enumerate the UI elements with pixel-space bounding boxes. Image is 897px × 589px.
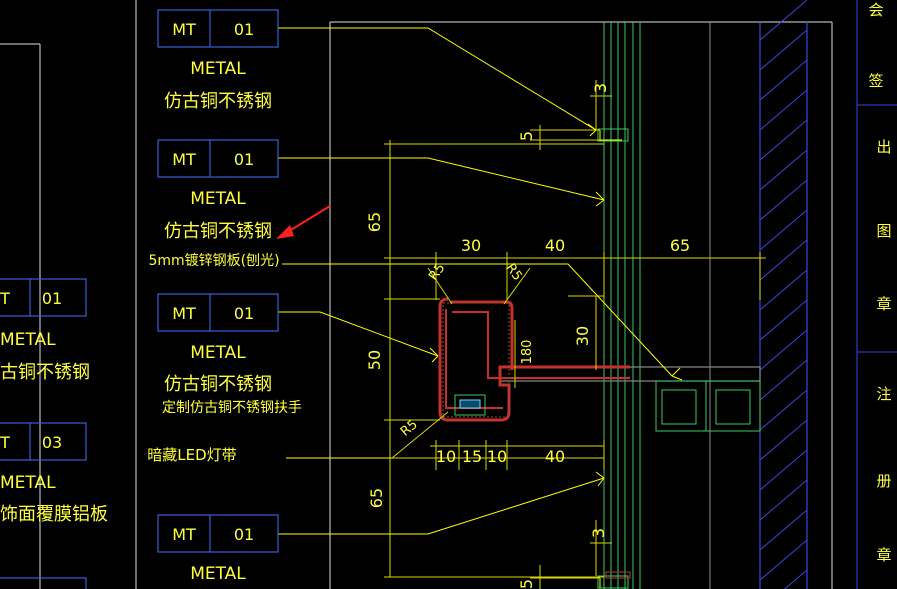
tag-block: MT 01 METAL 仿古铜不锈钢 <box>157 9 279 112</box>
tag-description: 仿古铜不锈钢 <box>164 374 272 395</box>
dim-10-a: 10 <box>436 447 456 466</box>
tag-material: METAL <box>190 189 246 209</box>
leader-lines <box>278 27 683 535</box>
frame-lines <box>0 0 833 589</box>
tag-material: METAL <box>0 330 56 350</box>
tag-number: 01 <box>234 304 254 323</box>
left-tag-block: T 03 METAL 饰面覆膜铝板 <box>0 422 108 525</box>
cladding-lines <box>603 22 711 589</box>
tag-description: 古铜不锈钢 <box>0 362 90 383</box>
title-block-char: 签 <box>868 72 883 90</box>
note-handrail: 定制仿古铜不锈钢扶手 <box>162 400 302 416</box>
dim-3-bottom: 3 <box>589 528 608 538</box>
handrail-section <box>438 297 630 422</box>
tag-number: 01 <box>234 525 254 544</box>
note-led: 暗藏LED灯带 <box>147 446 236 464</box>
dim-65-top: 65 <box>365 212 384 232</box>
dim-40-bottom: 40 <box>545 447 565 466</box>
title-block-char: 章 <box>876 295 891 313</box>
dimension-text: 3 5 65 30 40 65 R5 R5 50 30 180 R5 10 15… <box>365 83 690 589</box>
bracket-tube <box>499 366 761 432</box>
tag-code: T <box>0 433 10 452</box>
tag-code: T <box>0 289 10 308</box>
tag-number: 01 <box>42 289 62 308</box>
tag-description: 饰面覆膜铝板 <box>0 504 108 525</box>
dim-15: 15 <box>462 447 482 466</box>
top-clip <box>597 128 631 589</box>
note-plate: 5mm镀锌钢板(刨光) <box>148 252 279 269</box>
dim-30-right: 30 <box>573 326 592 346</box>
tag-block: MT 01 METAL 仿古铜不锈钢 <box>157 139 279 242</box>
title-block-char: 图 <box>876 222 891 240</box>
annotation-arrow <box>276 205 331 239</box>
dim-5-bottom: 5 <box>517 579 536 589</box>
tag-code: MT <box>172 20 196 39</box>
dim-10-b: 10 <box>487 447 507 466</box>
dim-50: 50 <box>365 350 384 370</box>
tag-material: METAL <box>190 59 246 79</box>
left-tag-block: T 01 METAL 古铜不锈钢 <box>0 278 90 383</box>
title-block-char: 出 <box>876 138 891 156</box>
title-block: 会 签 出 图 章 注 册 章 <box>856 0 897 589</box>
dim-180: 180 <box>520 340 535 365</box>
tag-description: 仿古铜不锈钢 <box>164 221 272 242</box>
tag-description: 仿古铜不锈钢 <box>164 91 272 112</box>
dim-5-top: 5 <box>517 131 536 141</box>
title-block-char: 会 <box>868 1 883 19</box>
dim-3-top: 3 <box>591 83 610 93</box>
tag-material: METAL <box>0 473 56 493</box>
dim-40-top: 40 <box>545 236 565 255</box>
tag-number: 01 <box>234 20 254 39</box>
tag-code: MT <box>172 525 196 544</box>
dim-65-bottom: 65 <box>367 488 386 508</box>
title-block-char: 册 <box>876 472 891 490</box>
tag-number: 03 <box>42 433 62 452</box>
tag-material: METAL <box>190 564 246 584</box>
dimension-lines <box>384 80 766 589</box>
tag-material: METAL <box>190 343 246 363</box>
tag-block: MT 01 METAL <box>157 514 279 584</box>
title-block-char: 注 <box>876 385 891 403</box>
left-tag-partial <box>0 577 87 589</box>
wall-hatch <box>759 0 808 589</box>
tag-code: MT <box>172 304 196 323</box>
dim-30: 30 <box>461 236 481 255</box>
tag-number: 01 <box>234 150 254 169</box>
tag-block: MT 01 METAL 仿古铜不锈钢 <box>157 293 279 395</box>
tag-code: MT <box>172 150 196 169</box>
title-block-char: 章 <box>876 546 891 564</box>
dim-65-right: 65 <box>670 236 690 255</box>
